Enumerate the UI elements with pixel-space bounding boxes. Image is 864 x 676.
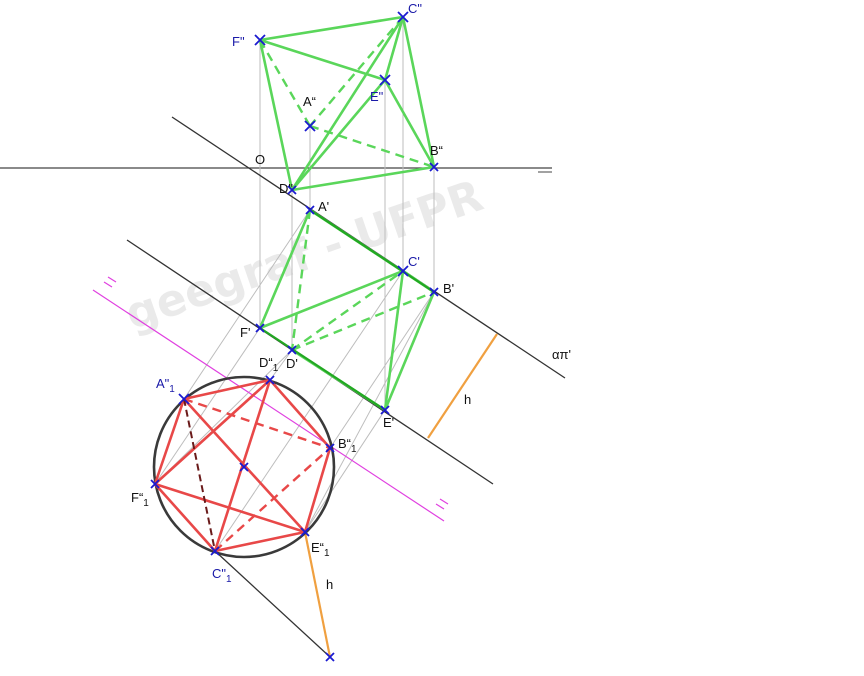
point-D1-marker [287,345,297,355]
top-view-hidden-edges [290,209,435,352]
point-F-r-marker [150,479,160,489]
construction-lines [154,17,435,552]
label-A-rebatted: A"1 [156,376,175,395]
label-F2: F" [232,34,245,49]
point-D2-marker [287,185,297,195]
top-view-trace-line [259,209,435,411]
label-D2: D" [279,181,293,196]
label-A2: A“ [303,94,316,109]
height-segment-top [427,333,498,439]
label-F1: F' [240,325,250,340]
label-B-rebatted: B“1 [338,436,357,455]
rebatted-hexagon-hidden [183,397,331,552]
c-to-bottom-line [214,550,331,658]
point-A2-marker [304,120,316,132]
point-C2-marker [397,11,409,23]
label-E1: E' [383,415,394,430]
point-B2-marker [429,162,439,172]
label-C2: C" [408,1,422,16]
label-B1: B' [443,281,454,296]
label-C1: C' [408,254,420,269]
label-h-bottom: h [326,577,333,592]
rebatted-diagonal [183,398,216,552]
label-A1: A' [318,199,329,214]
point-B-r-marker [325,443,335,453]
reference-lines [126,116,566,658]
point-F1-marker [255,323,265,333]
front-view-pyramid [258,15,436,192]
label-D1: D' [286,356,298,371]
height-segment-bottom [303,531,332,658]
point-markers [150,11,439,662]
point-C1-marker [397,265,409,277]
label-B2: B“ [430,143,443,158]
point-B1-marker [429,287,439,297]
label-F-rebatted: F“1 [131,490,149,509]
point-E1-marker [380,405,390,415]
label-C-rebatted: C"1 [212,566,232,585]
point-E-r-marker [300,527,310,537]
front-view-hidden-edges [258,16,435,169]
point-D-r-marker [265,375,275,385]
point-E2-marker [379,74,391,86]
label-O: O [255,152,265,167]
point-A-r-marker [178,393,190,405]
label-h-top: h [464,392,471,407]
label-E-rebatted: E“1 [311,540,330,559]
height-segments [303,333,498,658]
point-F2-marker [254,34,266,46]
point-C-r-marker [210,546,220,556]
label-alpha: απ' [552,347,571,362]
label-D-rebatted: D“1 [259,355,279,374]
circumscribed-circle [152,375,336,559]
rebatment-axis [92,276,449,522]
bottom-point-marker [325,652,335,662]
circle-center-marker [239,462,249,472]
point-A1-marker [305,205,315,215]
label-E2: E" [370,89,384,104]
